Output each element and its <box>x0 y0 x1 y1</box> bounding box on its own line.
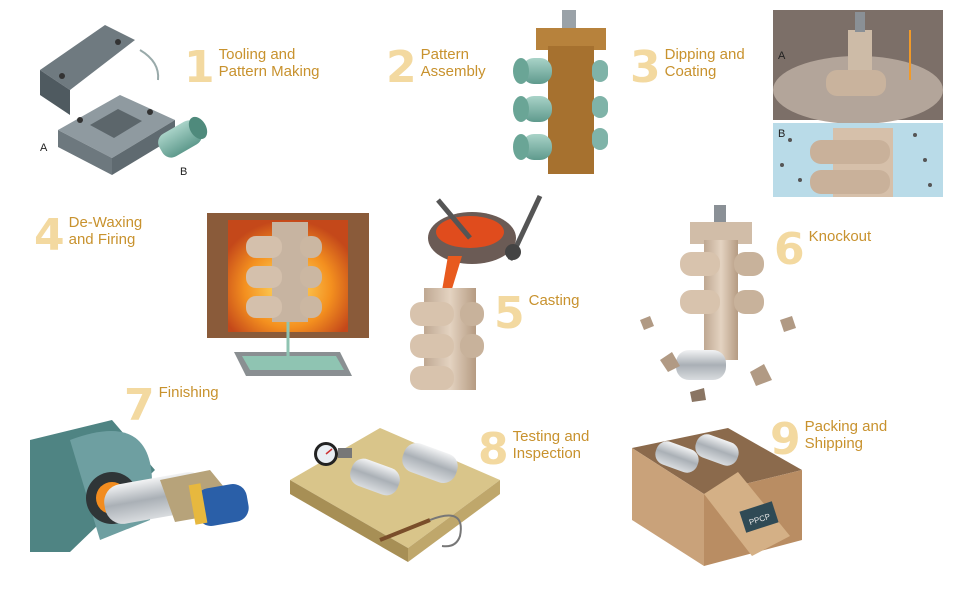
grinder-icon <box>30 420 249 552</box>
step-label-line2: and Firing <box>68 231 136 248</box>
tooling-label-a: A <box>40 142 48 154</box>
step-number: 1 <box>184 42 215 93</box>
step-label-line1: De-Waxing <box>68 214 143 231</box>
step-label: Dipping and Coating <box>665 46 745 80</box>
step-number: 6 <box>774 224 805 275</box>
slurry-tank-icon <box>773 10 943 124</box>
step-label: Pattern Assembly <box>421 46 486 80</box>
step-9-packing: 9 Packing and Shipping <box>770 418 887 462</box>
shipping-box-icon: PPCP <box>632 428 802 566</box>
step-4-dewaxing: 4 De-Waxing and Firing <box>34 214 142 258</box>
step-number: 9 <box>770 414 801 465</box>
step-label-line2: Pattern Making <box>218 63 320 80</box>
step-number: 2 <box>386 42 417 93</box>
step-label-line2: Shipping <box>804 435 864 452</box>
tooling-label-b: B <box>180 166 188 178</box>
broken-shell-icon <box>640 205 796 402</box>
step-8-testing: 8 Testing and Inspection <box>478 428 589 472</box>
step-5-casting: 5 Casting <box>494 292 579 336</box>
step-label-line1: Pattern <box>420 46 469 63</box>
ceramic-shell-icon <box>410 288 484 390</box>
wax-tree-icon <box>513 10 608 174</box>
step-1-tooling: 1 Tooling and Pattern Making <box>184 46 320 90</box>
sand-bed-icon <box>773 123 943 197</box>
step-number: 5 <box>494 288 525 339</box>
step-label: Casting <box>529 292 580 309</box>
step-label: Knockout <box>809 228 872 245</box>
gauge-icon <box>314 442 352 466</box>
step-label: De-Waxing and Firing <box>69 214 143 248</box>
step-label-line1: Finishing <box>158 384 219 401</box>
step-label-line1: Testing and <box>512 428 590 445</box>
wax-pattern-icon <box>158 116 208 158</box>
step-label-line2: Coating <box>664 63 717 80</box>
step-label: Finishing <box>159 384 219 401</box>
step-number: 8 <box>478 424 509 475</box>
step-label: Testing and Inspection <box>513 428 590 462</box>
step-number: 3 <box>630 42 661 93</box>
step-label-line1: Dipping and <box>664 46 745 63</box>
die-mold-icon <box>40 25 175 175</box>
step-6-knockout: 6 Knockout <box>774 228 871 272</box>
coating-label-a: A <box>778 50 786 62</box>
step-label-line1: Packing and <box>804 418 888 435</box>
ladle-icon <box>428 194 543 302</box>
step-label-line1: Casting <box>528 292 580 309</box>
furnace-icon <box>207 213 369 376</box>
step-label-line1: Tooling and <box>218 46 296 63</box>
coating-label-b: B <box>778 128 786 140</box>
step-label-line2: Assembly <box>420 63 486 80</box>
step-number: 4 <box>34 210 65 261</box>
step-3-dipping: 3 Dipping and Coating <box>630 46 745 90</box>
step-7-finishing: 7 Finishing <box>124 384 219 428</box>
step-label: Tooling and Pattern Making <box>219 46 320 80</box>
step-number: 7 <box>124 380 155 431</box>
step-2-assembly: 2 Pattern Assembly <box>386 46 486 90</box>
step-label-line1: Knockout <box>808 228 872 245</box>
step-label-line2: Inspection <box>512 445 582 462</box>
caliper-icon <box>379 514 462 548</box>
step-label: Packing and Shipping <box>805 418 888 452</box>
